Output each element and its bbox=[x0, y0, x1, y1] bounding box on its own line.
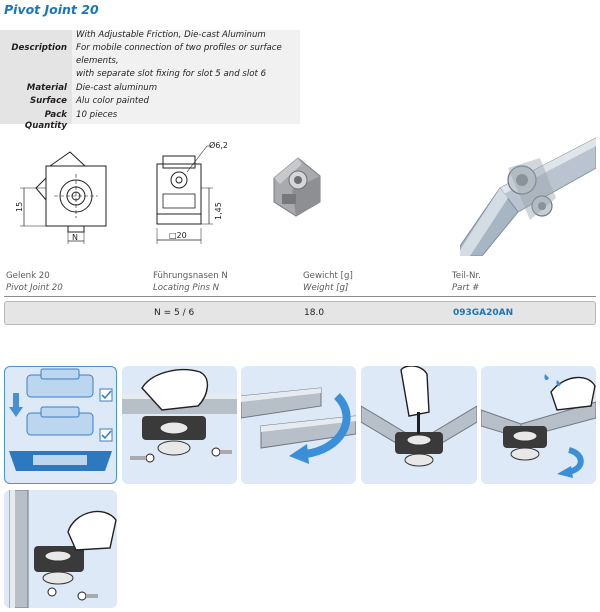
table-divider bbox=[4, 296, 596, 297]
spec-value: 10 pieces bbox=[76, 110, 118, 120]
spec-value: with separate slot fixing for slot 5 and… bbox=[76, 69, 267, 79]
spec-table: With Adjustable Friction, Die-cast Alumi… bbox=[0, 30, 300, 131]
step-panel-rotate bbox=[241, 366, 356, 484]
header-pins-en: Locating Pins N bbox=[153, 283, 220, 293]
rotate-arrow-icon bbox=[289, 393, 351, 464]
table-row: N = 5 / 6 18.0 093GA20AN bbox=[4, 301, 596, 325]
weight-cell: 18.0 bbox=[304, 308, 325, 318]
step-panel-insert bbox=[4, 366, 117, 484]
hand-icon bbox=[400, 366, 430, 434]
side-view-drawing: Ø6,2 1,45 □20 bbox=[156, 140, 228, 244]
part-number-cell: 093GA20AN bbox=[453, 308, 514, 318]
rotate-arrow-icon bbox=[557, 447, 584, 478]
header-weight-en: Weight [g] bbox=[303, 283, 349, 293]
spec-value: Alu color painted bbox=[76, 96, 150, 106]
spec-label: Surface bbox=[29, 96, 67, 106]
header-part-en: Part # bbox=[452, 283, 480, 293]
application-photo bbox=[460, 128, 596, 256]
spec-label: Description bbox=[11, 43, 67, 53]
step-panel-vertical bbox=[4, 490, 117, 608]
dim-slot-label: N bbox=[72, 233, 78, 242]
step-panel-adjust bbox=[481, 366, 596, 484]
step-panel-screws bbox=[122, 366, 237, 484]
hand-icon bbox=[550, 376, 596, 411]
spec-label: Pack Quantity bbox=[24, 110, 67, 131]
page-title: Pivot Joint 20 bbox=[4, 2, 99, 17]
screw-icon bbox=[130, 447, 232, 463]
header-pins-de: Führungsnasen N bbox=[153, 271, 228, 281]
hand-icon bbox=[67, 510, 117, 551]
header-joint-en: Pivot Joint 20 bbox=[6, 283, 63, 293]
front-view-drawing: 15 N bbox=[15, 151, 107, 244]
pins-cell: N = 5 / 6 bbox=[154, 308, 195, 318]
checkbox-icon bbox=[99, 388, 113, 442]
header-part-de: Teil-Nr. bbox=[452, 271, 481, 281]
spec-value: With Adjustable Friction, Die-cast Alumi… bbox=[76, 30, 266, 40]
product-photo bbox=[273, 157, 321, 217]
hand-icon bbox=[141, 369, 208, 411]
header-weight-de: Gewicht [g] bbox=[303, 271, 353, 281]
arrow-down-icon bbox=[9, 393, 23, 417]
spec-value: For mobile connection of two profiles or… bbox=[76, 43, 282, 53]
screw-icon bbox=[47, 587, 98, 601]
step-panel-tighten bbox=[361, 366, 477, 484]
dim-offset-label: 1,45 bbox=[214, 202, 223, 220]
dim-diameter-label: Ø6,2 bbox=[209, 140, 228, 150]
dim-width-label: □20 bbox=[169, 231, 187, 240]
drip-icon bbox=[544, 374, 561, 387]
header-joint-de: Gelenk 20 bbox=[6, 271, 50, 281]
dim-height-label: 15 bbox=[15, 202, 24, 212]
spec-value: Die-cast aluminum bbox=[76, 83, 158, 93]
spec-label: Material bbox=[26, 83, 67, 93]
spec-value: elements, bbox=[76, 56, 119, 66]
